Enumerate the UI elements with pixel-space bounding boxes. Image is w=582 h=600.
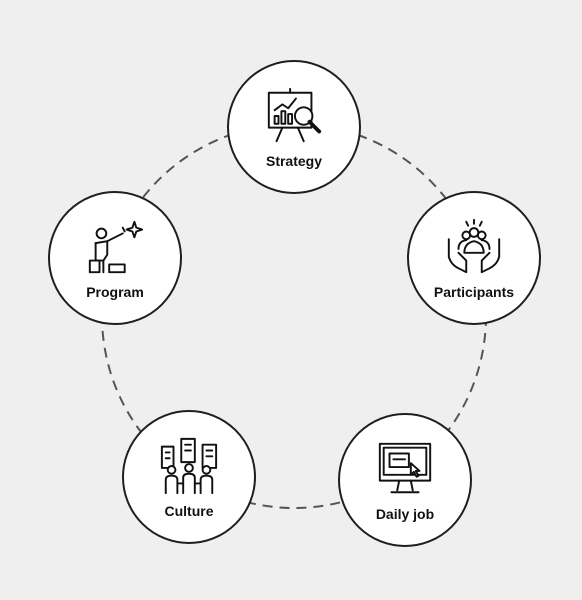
person-reaching-star-icon [88, 220, 144, 274]
node-culture: Culture [122, 410, 256, 544]
hands-holding-people-icon [447, 218, 501, 274]
monitor-cursor-icon [378, 442, 432, 494]
node-label: Program [86, 284, 144, 300]
presentation-chart-magnifier-icon [267, 87, 322, 143]
node-label: Participants [433, 284, 515, 300]
node-strategy: Strategy [227, 60, 361, 194]
node-label: Culture [164, 503, 214, 519]
node-label: Strategy [265, 153, 323, 169]
node-program: Program [48, 191, 182, 325]
node-daily-job: Daily job [338, 413, 472, 547]
node-participants: Participants [407, 191, 541, 325]
people-city-icon [160, 437, 218, 495]
node-label: Daily job [375, 506, 435, 522]
